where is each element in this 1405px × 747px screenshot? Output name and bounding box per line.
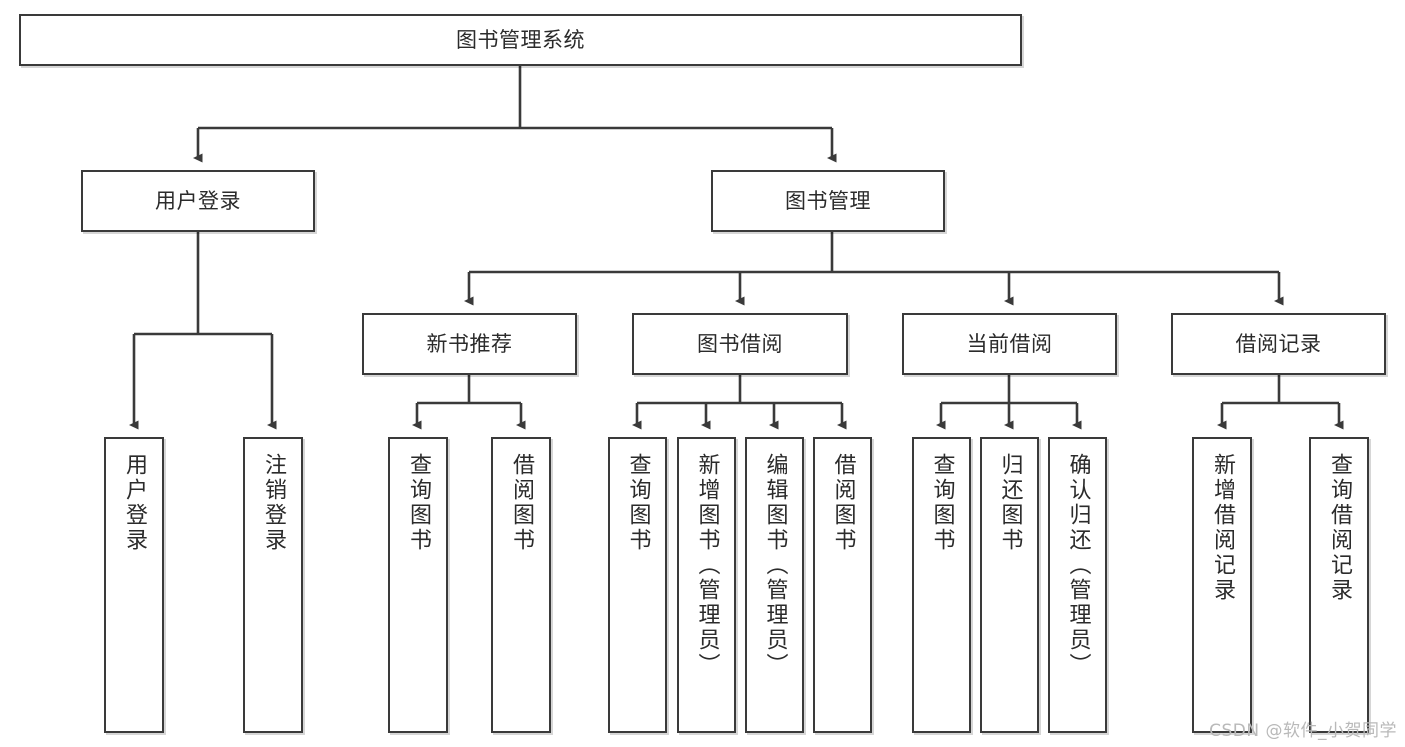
node-leaf-add-book[interactable]: 新增图书（管理员） xyxy=(677,437,736,733)
node-label: 查询图书 xyxy=(625,453,651,553)
node-label: 查询图书 xyxy=(406,453,431,553)
node-label: 借阅记录 xyxy=(1235,331,1322,356)
node-leaf-confirm-return[interactable]: 确认归还（管理员） xyxy=(1048,437,1107,733)
csdn-watermark: CSDN @软件_小贺同学 xyxy=(1209,721,1397,741)
node-label: 查询借阅记录 xyxy=(1327,453,1352,603)
node-label: 新书推荐 xyxy=(426,331,513,356)
node-leaf-edit-book[interactable]: 编辑图书（管理员） xyxy=(745,437,804,733)
node-label: 借阅图书 xyxy=(509,453,534,553)
node-label: 图书管理 xyxy=(785,188,871,213)
node-label: 编辑图书（管理员） xyxy=(762,453,788,678)
node-root-system[interactable]: 图书管理系统 xyxy=(19,14,1022,66)
node-leaf-add-record[interactable]: 新增借阅记录 xyxy=(1192,437,1252,733)
node-leaf-user-login[interactable]: 用户登录 xyxy=(104,437,164,733)
node-book-borrow[interactable]: 图书借阅 xyxy=(632,313,848,375)
node-label: 图书借阅 xyxy=(697,331,783,356)
node-leaf-return-book[interactable]: 归还图书 xyxy=(980,437,1039,733)
node-leaf-borrow-book-1[interactable]: 借阅图书 xyxy=(491,437,551,733)
node-label: 图书管理系统 xyxy=(456,27,585,52)
node-label: 确认归还（管理员） xyxy=(1065,453,1091,678)
node-leaf-logout-login[interactable]: 注销登录 xyxy=(243,437,303,733)
node-label: 新增借阅记录 xyxy=(1210,453,1235,603)
node-leaf-query-book-2[interactable]: 查询图书 xyxy=(608,437,667,733)
node-borrow-record[interactable]: 借阅记录 xyxy=(1171,313,1386,375)
node-label: 当前借阅 xyxy=(966,331,1053,356)
node-leaf-borrow-book-2[interactable]: 借阅图书 xyxy=(813,437,872,733)
node-label: 归还图书 xyxy=(997,453,1023,553)
node-current-borrow[interactable]: 当前借阅 xyxy=(902,313,1117,375)
node-book-manage[interactable]: 图书管理 xyxy=(711,170,945,232)
node-label: 用户登录 xyxy=(155,188,241,213)
node-label: 注销登录 xyxy=(261,453,286,553)
node-label: 借阅图书 xyxy=(830,453,856,553)
node-label: 新增图书（管理员） xyxy=(694,453,720,678)
node-user-login[interactable]: 用户登录 xyxy=(81,170,315,232)
node-new-book-recommend[interactable]: 新书推荐 xyxy=(362,313,577,375)
node-label: 查询图书 xyxy=(929,453,955,553)
node-label: 用户登录 xyxy=(122,453,147,553)
node-leaf-query-book-1[interactable]: 查询图书 xyxy=(388,437,448,733)
node-leaf-query-record[interactable]: 查询借阅记录 xyxy=(1309,437,1369,733)
node-leaf-query-book-3[interactable]: 查询图书 xyxy=(912,437,971,733)
